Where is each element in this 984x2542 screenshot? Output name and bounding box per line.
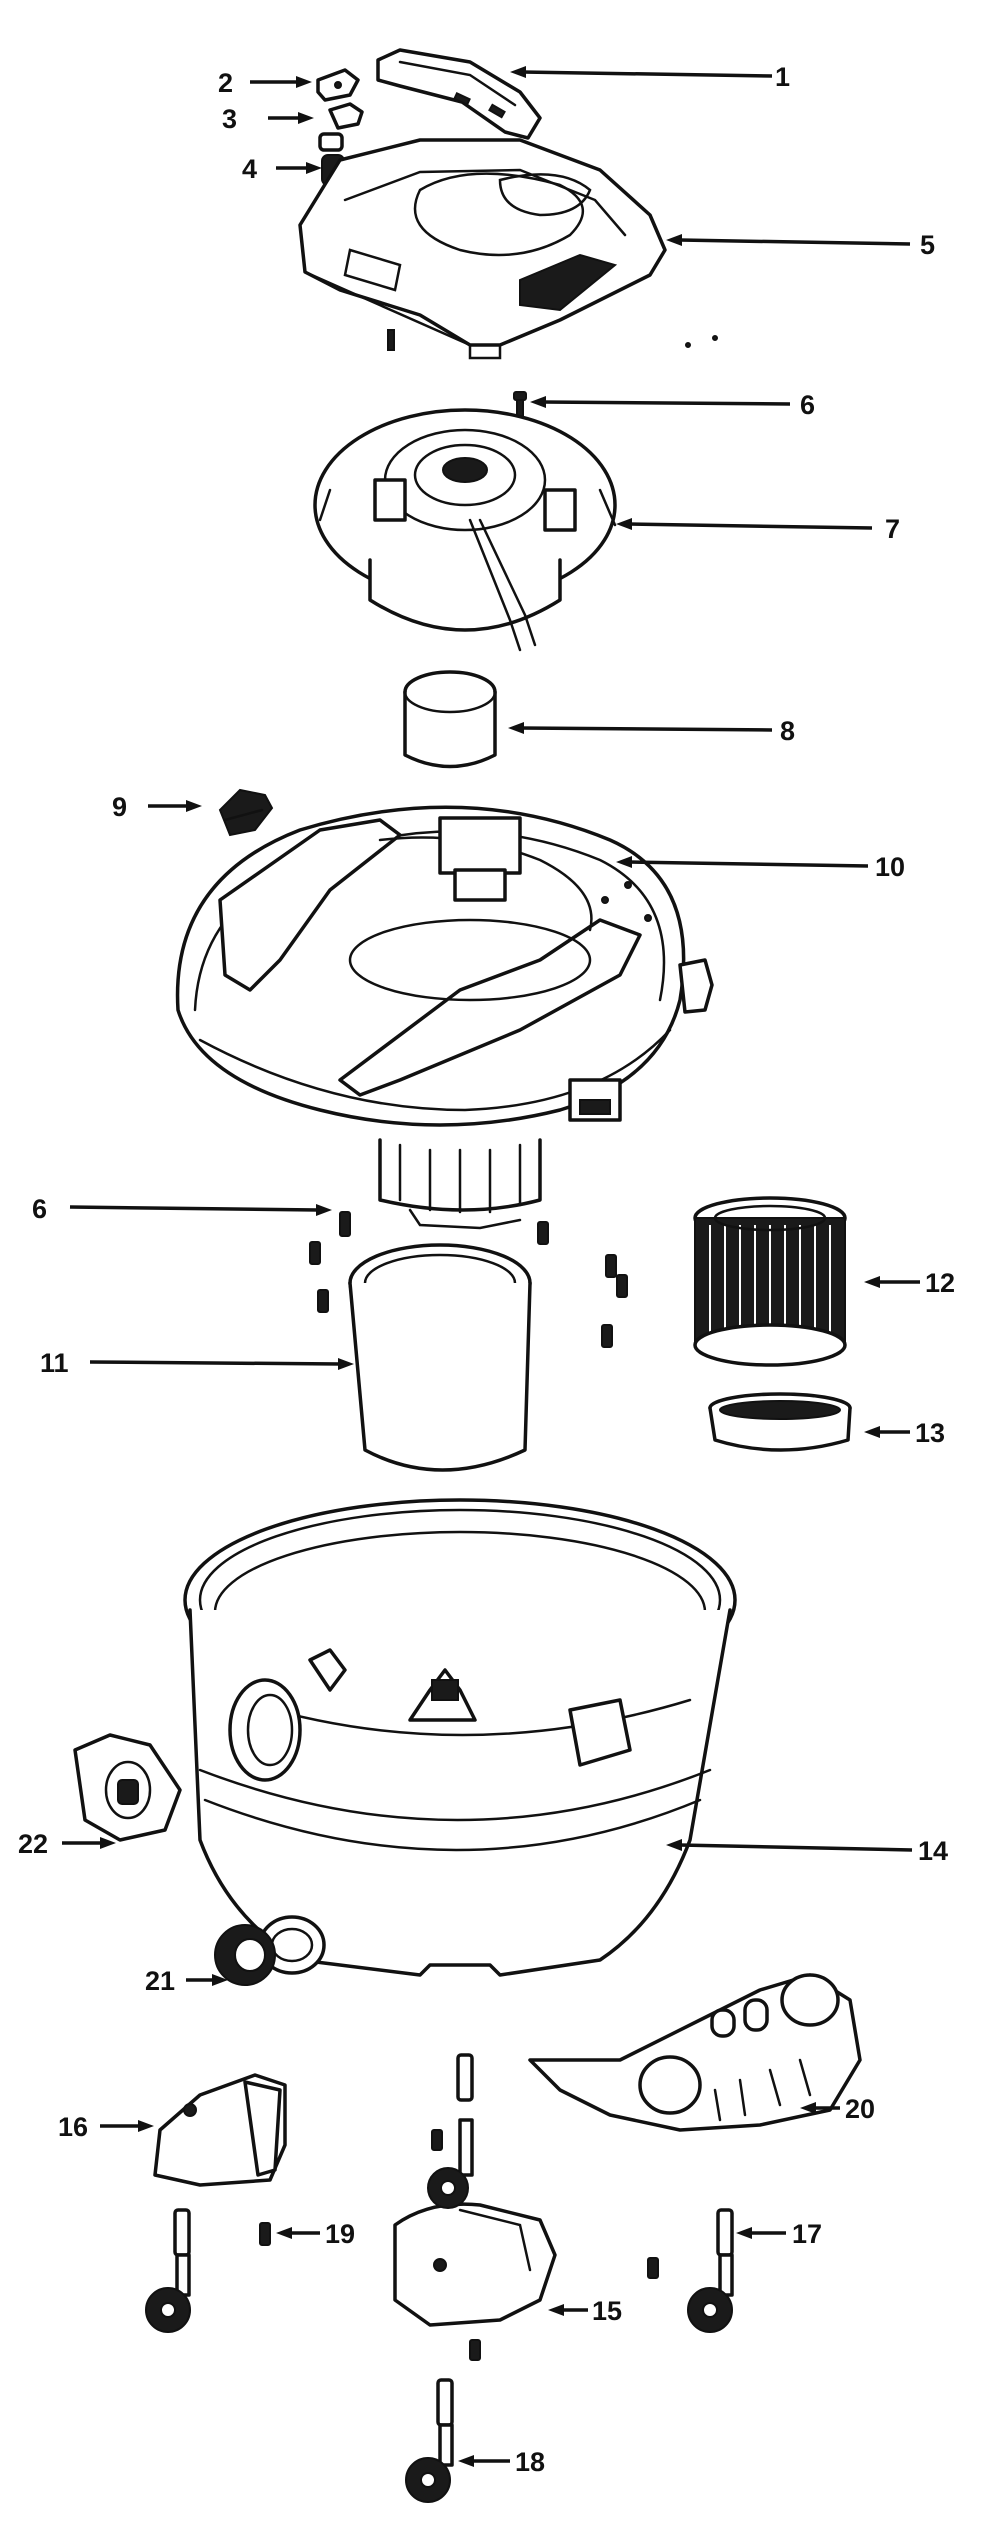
part-16-housing xyxy=(153,2073,287,2187)
part-6-screw-top xyxy=(513,391,527,419)
part-11-tube xyxy=(348,1243,532,1472)
callout-8: 8 xyxy=(780,716,795,746)
callout-9: 9 xyxy=(112,792,127,822)
part-2-clip xyxy=(316,68,360,102)
callout-labels: 1 2 3 4 5 6 7 8 9 10 6 11 12 13 14 22 21… xyxy=(18,62,955,2477)
callout-20: 20 xyxy=(845,2094,875,2124)
part-1-handle xyxy=(376,48,542,140)
callout-6-top: 6 xyxy=(800,390,815,420)
caster-left xyxy=(145,2208,191,2333)
callout-2: 2 xyxy=(218,68,233,98)
part-20-holder xyxy=(528,1973,862,2132)
callout-10: 10 xyxy=(875,852,905,882)
callout-3: 3 xyxy=(222,104,237,134)
part-15-housing xyxy=(393,2202,557,2327)
part-5-motor-cover xyxy=(298,138,667,360)
part-13-ring xyxy=(708,1392,852,1452)
callout-7: 7 xyxy=(885,514,900,544)
part-10-lid xyxy=(175,805,714,1127)
callout-12: 12 xyxy=(925,1268,955,1298)
part-7-motor-assembly xyxy=(313,408,617,652)
part-19-screw xyxy=(259,2222,271,2246)
callout-6-lower: 6 xyxy=(32,1194,47,1224)
callout-18: 18 xyxy=(515,2447,545,2477)
callout-13: 13 xyxy=(915,1418,945,1448)
callout-5: 5 xyxy=(920,230,935,260)
callout-4: 4 xyxy=(242,154,257,184)
callout-22: 22 xyxy=(18,1829,48,1859)
callout-15: 15 xyxy=(592,2296,622,2326)
callout-11: 11 xyxy=(40,1348,69,1378)
caster-center-top xyxy=(427,2053,474,2209)
stray-marks xyxy=(685,335,718,348)
callout-1: 1 xyxy=(775,62,790,92)
part-14-drum xyxy=(183,1498,737,1977)
caster-bottom xyxy=(405,2339,481,2503)
part-8-cylinder xyxy=(403,670,497,769)
callout-14: 14 xyxy=(918,1836,948,1866)
part-12-cartridge-filter xyxy=(693,1196,847,1367)
callout-16: 16 xyxy=(58,2112,88,2142)
callout-21: 21 xyxy=(145,1966,175,1996)
caster-right xyxy=(647,2208,734,2333)
lid-filter-cage xyxy=(378,1138,542,1230)
part-3-clip xyxy=(328,102,364,130)
callout-19: 19 xyxy=(325,2219,355,2249)
callout-17: 17 xyxy=(792,2219,822,2249)
part-21-ring xyxy=(214,1924,276,1986)
part-9-latch xyxy=(218,788,274,837)
leader-lines xyxy=(62,66,920,2467)
part-22-clip xyxy=(73,1733,182,1842)
